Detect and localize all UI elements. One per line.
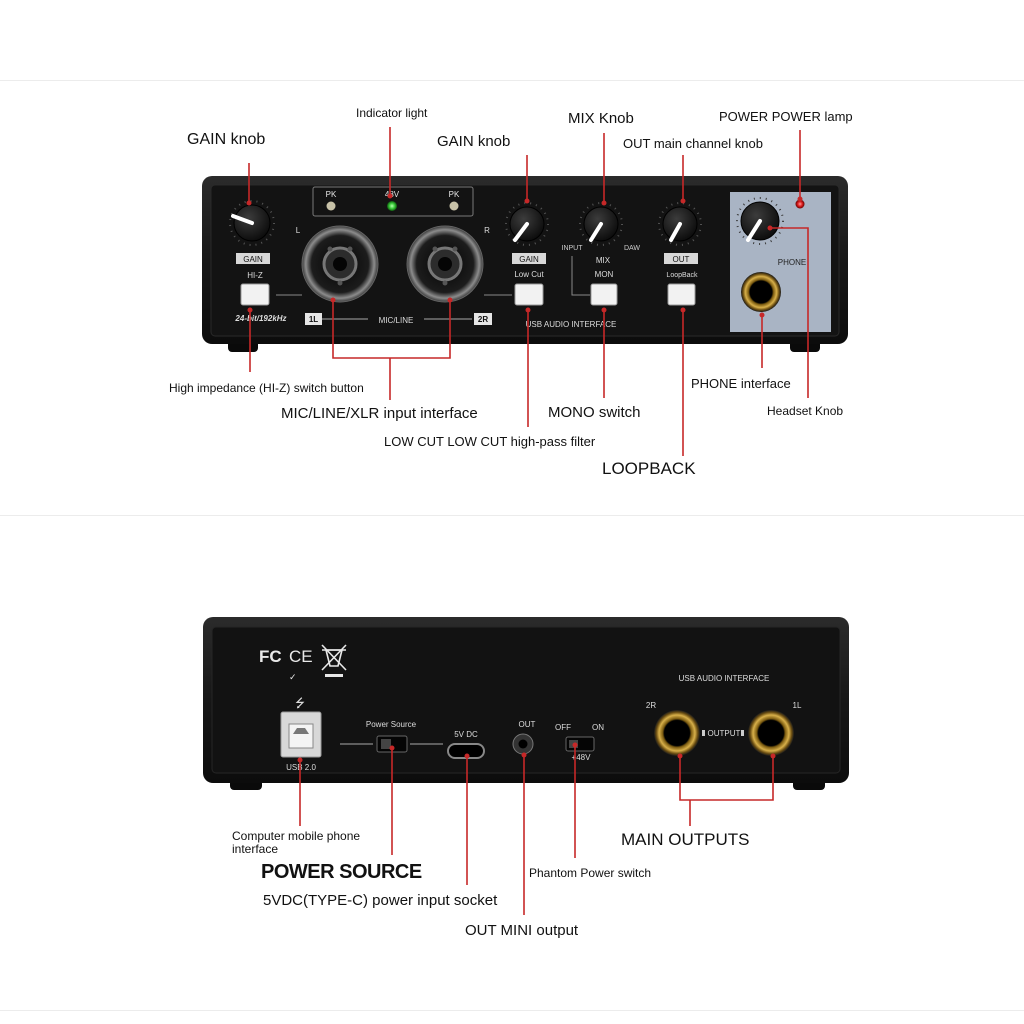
- callout-mic-line-xlr: MIC/LINE/XLR input interface: [281, 405, 478, 422]
- xlr-combo-jack-2r[interactable]: [406, 225, 484, 303]
- out-plate: [664, 253, 698, 264]
- aus-mark: ✓: [289, 672, 297, 682]
- gain-left-label: GAIN: [243, 255, 263, 264]
- loopback-switch[interactable]: [667, 283, 696, 306]
- ce-mark: CE: [289, 647, 313, 666]
- output-label: OUTPUT: [708, 729, 741, 738]
- certification-marks: FC CE ✓: [259, 644, 347, 682]
- out-mini-label: OUT: [519, 720, 536, 729]
- callout-main-outputs: MAIN OUTPUTS: [621, 830, 750, 849]
- hiz-switch[interactable]: [240, 283, 270, 306]
- usb-audio-front-label: USB AUDIO INTERFACE: [526, 320, 617, 329]
- back-callout-lines: [299, 745, 774, 915]
- back-panel: FC CE ✓ ⭍ USB 2.0 Power Source: [203, 617, 849, 790]
- ch2r-label: 2R: [646, 701, 656, 710]
- gain-right-plate: [512, 253, 546, 264]
- main-output-1l-jack[interactable]: [748, 710, 794, 756]
- out-label: OUT: [673, 255, 690, 264]
- ch1l-label: 1L: [793, 701, 802, 710]
- phantom-power-switch[interactable]: [565, 736, 595, 752]
- mono-switch[interactable]: [590, 283, 618, 306]
- callout-mono-switch: MONO switch: [548, 404, 641, 421]
- input-label: INPUT: [562, 245, 584, 252]
- weee-mark: [321, 644, 347, 671]
- callout-indicator-light: Indicator light: [356, 106, 428, 120]
- callout-gain-knob-right: GAIN knob: [437, 133, 511, 150]
- callout-power-source: POWER SOURCE: [261, 861, 422, 883]
- out-knob[interactable]: [658, 202, 702, 246]
- front-callout-dots: [246, 193, 803, 318]
- phone-label: PHONE: [778, 258, 806, 267]
- gain-right-label: GAIN: [519, 255, 539, 264]
- separator-middle: [0, 515, 1024, 516]
- daw-label: DAW: [624, 245, 640, 252]
- callout-gain-knob-left: GAIN knob: [187, 131, 266, 148]
- xlr-combo-jack-1l[interactable]: [301, 225, 379, 303]
- usb-b-port[interactable]: [280, 711, 322, 758]
- callout-hiz-switch: High impedance (HI-Z) switch button: [169, 381, 364, 395]
- channel-l-label: L: [296, 226, 301, 235]
- callout-mix-knob: MIX Knob: [568, 110, 634, 127]
- out-mini-jack[interactable]: [512, 733, 534, 755]
- callout-out-knob: OUT main channel knob: [623, 136, 763, 151]
- spec-label: 24-bit/192kHz: [234, 314, 286, 323]
- callout-type-c: 5VDC(TYPE-C) power input socket: [263, 892, 498, 909]
- power-led: [795, 199, 805, 209]
- usb20-label: USB 2.0: [286, 763, 316, 772]
- callout-phantom-switch: Phantom Power switch: [529, 866, 652, 880]
- dc5v-label: 5V DC: [454, 730, 478, 739]
- pk-right-led: [449, 201, 459, 211]
- low-cut-switch[interactable]: [514, 283, 544, 306]
- callout-low-cut: LOW CUT LOW CUT high-pass filter: [384, 434, 596, 449]
- callout-out-mini: OUT MINI output: [465, 922, 579, 939]
- front-callout-lines: [248, 127, 809, 456]
- usb-icon: ⭍: [295, 696, 305, 710]
- low-cut-label: Low Cut: [514, 270, 544, 279]
- separator-top: [0, 80, 1024, 81]
- phone-jack[interactable]: [741, 272, 781, 312]
- on-label: ON: [592, 723, 604, 732]
- v48-led: [387, 201, 397, 211]
- gain-knob-left[interactable]: [229, 200, 275, 246]
- callout-phone-interface: PHONE interface: [691, 376, 791, 391]
- fc-mark: FC: [259, 647, 282, 666]
- front-panel: PK 48V PK GAIN L HI-Z 24-bit/192kHz: [202, 176, 848, 352]
- pk-left-label: PK: [326, 190, 337, 199]
- channel-r-label: R: [484, 226, 490, 235]
- v48-back-label: +48V: [572, 753, 592, 762]
- separator-bottom: [0, 1010, 1024, 1011]
- main-output-2r-jack[interactable]: [654, 710, 700, 756]
- gain-left-plate: [236, 253, 270, 264]
- callout-usb-port: Computer mobile phone interface: [232, 829, 361, 856]
- callout-power-lamp: POWER POWER lamp: [719, 109, 853, 124]
- badge-1l-text: 1L: [309, 315, 318, 324]
- power-source-label: Power Source: [366, 720, 417, 729]
- mic-line-label: MIC/LINE: [379, 316, 414, 325]
- hiz-label: HI-Z: [247, 271, 263, 280]
- callout-loopback: LOOPBACK: [602, 459, 696, 478]
- pk-right-label: PK: [449, 190, 460, 199]
- loopback-label: LoopBack: [666, 272, 698, 279]
- v48-label: 48V: [385, 190, 400, 199]
- mon-label: MON: [595, 270, 614, 279]
- callout-headset-knob: Headset Knob: [767, 404, 844, 418]
- usb-audio-back-label: USB AUDIO INTERFACE: [679, 674, 770, 683]
- indicator-box: [312, 186, 474, 217]
- mix-knob[interactable]: [579, 202, 623, 246]
- off-label: OFF: [555, 723, 571, 732]
- headset-knob[interactable]: [736, 197, 784, 245]
- mix-label: MIX: [596, 256, 611, 265]
- badge-1l: [305, 313, 322, 325]
- back-callout-dots: [297, 742, 776, 763]
- badge-2r: [474, 313, 492, 325]
- pk-left-led: [326, 201, 336, 211]
- badge-2r-text: 2R: [478, 315, 488, 324]
- gain-knob-right[interactable]: [505, 202, 549, 246]
